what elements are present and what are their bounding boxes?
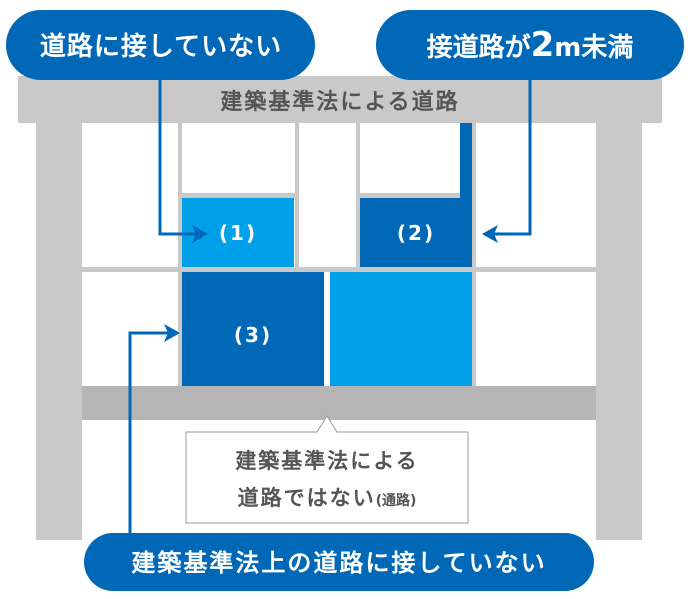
plot-2 [360,198,472,267]
callout-frontage-under-2m [376,10,684,80]
callout-frontage-under-2m-text: 接道路が2m未満 [427,25,634,65]
main-road [18,76,662,123]
right-side-road [596,123,642,540]
left-side-road [36,123,82,540]
passage-line-1: 建築基準法による [235,449,418,473]
arrow-head-3 [164,324,180,342]
passage-road [82,386,596,420]
plot-3-label: (3) [234,323,272,347]
callout-not-legal-road-text: 建築基準法上の道路に接していない [131,549,546,577]
main-road-label: 建築基準法による道路 [220,89,459,115]
plot-1-label: (1) [219,221,257,245]
plot-adjacent [330,272,472,386]
arrow-lines [128,78,532,535]
passage-callout-box [185,415,469,524]
arrow-head-1 [192,225,208,243]
callout-no-road-access-text: 道路に接していない [40,31,282,62]
plot-3 [182,272,324,386]
arrow-head-2 [482,225,498,243]
callout-no-road-access [6,10,315,80]
passage-line-2: 道路ではない(通路) [238,486,417,510]
callout-not-legal-road [84,533,594,591]
plot-2-label: (2) [397,221,435,245]
plot-2-access-strip [460,123,472,199]
lot-boundaries [82,123,596,388]
